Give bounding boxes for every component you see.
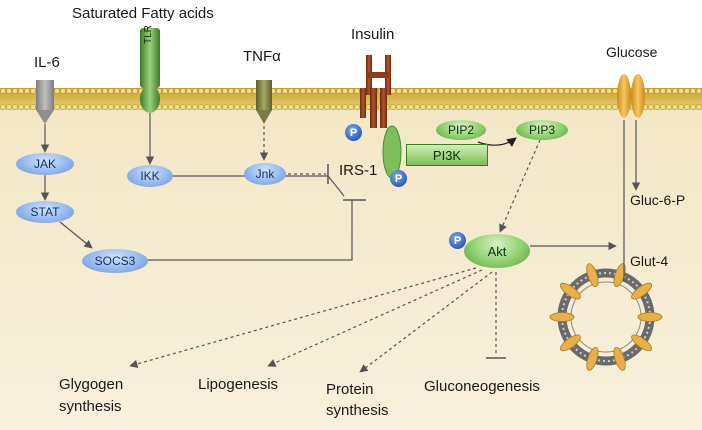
saturated-fatty-acids-label: Saturated Fatty acids bbox=[72, 5, 214, 22]
socs3-node: SOCS3 bbox=[82, 249, 148, 273]
glut4-transporter-icon bbox=[631, 282, 653, 300]
insulin-receptor-icon bbox=[360, 55, 391, 128]
pip2-node: PIP2 bbox=[436, 120, 486, 140]
outcome-gluconeogenesis: Gluconeogenesis bbox=[424, 378, 540, 395]
glut4-transporter-icon bbox=[586, 263, 599, 288]
irs1-label: IRS-1 bbox=[339, 162, 378, 179]
tnfa-receptor-icon bbox=[256, 80, 272, 124]
il6-label: IL-6 bbox=[34, 54, 60, 71]
glut4-transporter-icon bbox=[586, 346, 599, 371]
jnk-node: Jnk bbox=[244, 163, 286, 185]
cell-membrane bbox=[0, 88, 702, 110]
tnfa-label: TNFα bbox=[243, 48, 281, 65]
outcome-lipogenesis: Lipogenesis bbox=[198, 376, 279, 393]
insulin-label: Insulin bbox=[351, 26, 395, 43]
glut4-label: Glut-4 bbox=[630, 253, 669, 269]
glut4-transporter-icon bbox=[637, 312, 663, 322]
pi3k-node: PI3K bbox=[406, 144, 488, 166]
tlr-label: TLR bbox=[143, 25, 154, 44]
tlr-receptor-icon bbox=[140, 28, 160, 113]
phospho-badge-receptor: P bbox=[345, 124, 362, 141]
stat-node: STAT bbox=[16, 201, 74, 223]
phospho-badge-irs1: P bbox=[390, 170, 407, 187]
glut4-transporter-icon bbox=[559, 282, 581, 300]
il6-receptor-icon bbox=[36, 80, 54, 124]
ikk-node: IKK bbox=[127, 165, 173, 187]
outcome-protein-line2: synthesis bbox=[326, 402, 389, 419]
outcome-glycogen-line2: synthesis bbox=[59, 398, 122, 415]
glut4-vesicle bbox=[549, 263, 663, 371]
glucose-transporter-icon bbox=[617, 74, 645, 118]
jak-node: JAK bbox=[16, 153, 74, 175]
phospho-badge-akt: P bbox=[449, 232, 466, 249]
glut4-transporter-icon bbox=[631, 334, 653, 352]
akt-node: Akt bbox=[464, 234, 530, 268]
glut4-transporter-icon bbox=[549, 312, 575, 322]
pathway-arrows bbox=[40, 113, 641, 373]
outcome-protein-line1: Protein bbox=[326, 381, 374, 398]
glut4-transporter-icon bbox=[613, 346, 626, 371]
glucose-label: Glucose bbox=[606, 44, 658, 60]
pip3-node: PIP3 bbox=[516, 120, 568, 140]
outcome-glycogen-line1: Glygogen bbox=[59, 376, 124, 393]
gluc6p-label: Gluc-6-P bbox=[630, 192, 686, 208]
glut4-transporter-icon bbox=[559, 334, 581, 352]
